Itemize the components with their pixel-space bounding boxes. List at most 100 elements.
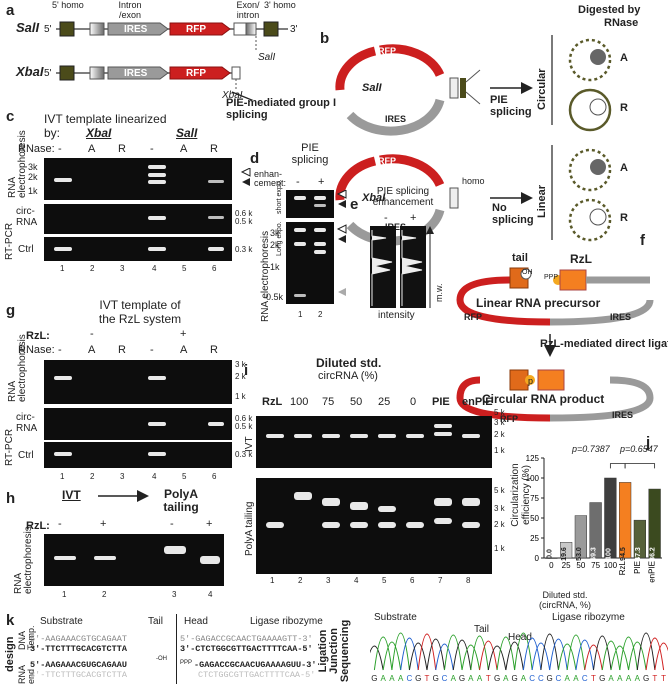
chromatogram-base: G — [547, 674, 553, 683]
d-val-minus: - — [296, 176, 300, 188]
e-title: PIE splicing enhancement — [372, 186, 434, 208]
d-lane-1: 1 — [298, 310, 303, 319]
e-xlabel: intensity — [378, 310, 415, 321]
c-rna-gel — [44, 158, 232, 200]
j-value-label: 0.0 — [546, 549, 553, 559]
g-rnase-1: - — [58, 344, 62, 356]
f-product: Circular RNA product — [482, 392, 605, 406]
chromatogram-base: A — [398, 674, 404, 683]
chromatogram-peak — [487, 645, 507, 671]
xbai-rfp: RFP — [186, 68, 206, 79]
g-lane-6: 6 — [212, 472, 217, 481]
i-diluted: Diluted std. — [316, 356, 382, 370]
c-circ-gel — [44, 204, 232, 234]
sali-construct-label: SalI — [16, 20, 40, 35]
h-arrow — [98, 490, 149, 502]
c-lane-3: 3 — [120, 264, 125, 273]
c-rnase-1: - — [58, 143, 62, 155]
g-marker-06k: 0.6 k — [235, 414, 253, 423]
j-bar-100 — [604, 477, 617, 559]
j-value-label: 86.2 — [650, 547, 657, 561]
chromatogram-base: G — [512, 674, 518, 683]
c-row-ctrl: Ctrl — [18, 244, 34, 255]
g-lane-3: 3 — [120, 472, 125, 481]
c-arrowheads — [240, 168, 251, 186]
h-val-3: - — [170, 518, 174, 530]
j-bar-PIE — [633, 519, 646, 559]
k-head: Head — [184, 616, 208, 627]
chromatogram-base: A — [565, 674, 571, 683]
chromatogram-base: A — [477, 674, 483, 683]
b-r-1: R — [620, 102, 628, 114]
c-rnase-6: R — [210, 143, 218, 155]
sali-5prime: 5' — [44, 24, 52, 35]
xbai-5prime: 5' — [44, 68, 52, 79]
j-value-label: 100 — [605, 548, 612, 560]
i-mb-5k: 5 k — [494, 486, 505, 495]
i-col-0: 0 — [410, 396, 417, 408]
chromatogram-base: A — [573, 674, 579, 683]
j-category-label: enPIE — [648, 561, 657, 583]
f-rfp-2: RFP — [500, 414, 518, 424]
chromatogram-peak — [505, 641, 524, 671]
j-category-label: 50 — [576, 561, 585, 570]
i-circrna: circRNA (%) — [318, 370, 378, 382]
g-rzl: RzL: — [26, 330, 50, 342]
j-category-label: 25 — [562, 561, 571, 570]
chromatogram-base: T — [425, 674, 430, 683]
sali-3prime: 3' — [290, 24, 298, 35]
chromatogram-peak — [619, 636, 638, 671]
i-col-100: 100 — [290, 396, 309, 408]
chromatogram-base: G — [433, 674, 439, 683]
chromatogram-peak — [522, 637, 542, 671]
c-row-circ: circ-RNA — [16, 206, 38, 228]
g-marker-2k: 2 k — [235, 372, 246, 381]
j-category-label: 0 — [549, 561, 554, 570]
c-ctrl-gel — [44, 237, 232, 261]
chromatogram-peak — [531, 642, 551, 671]
chromatogram-peak — [382, 641, 402, 671]
j-value-label: 53.0 — [576, 547, 583, 561]
chromatogram-peak — [470, 635, 489, 671]
chromatogram-base: C — [582, 674, 588, 683]
f-oh: OH — [522, 269, 533, 276]
h-rzl: RzL: — [26, 520, 50, 532]
c-rnase: RNase: — [18, 143, 55, 155]
f-rzl: RzL — [570, 252, 592, 266]
chromatogram-peak — [636, 632, 656, 671]
feature-exon-intron: Exon/ intron — [236, 0, 260, 20]
c-lane-5: 5 — [182, 264, 187, 273]
chromatogram-base: T — [652, 674, 657, 683]
g-title: IVT template of the RzL system — [98, 298, 182, 326]
chromatogram-base: G — [459, 674, 465, 683]
chromatogram-peak — [479, 640, 498, 671]
j-bar-75 — [589, 502, 602, 559]
b-homo: homo — [462, 176, 485, 186]
f-diagram — [456, 267, 654, 422]
d-title: PIE splicing — [291, 142, 329, 166]
pie-mediated-text: PIE-mediated group I splicing — [226, 97, 337, 121]
c-rtpcr: RT-PCR — [4, 222, 15, 260]
chromatogram-peak — [645, 637, 665, 671]
chromatogram-peak — [549, 638, 568, 671]
d-enhancement: enhan- cement: — [254, 169, 287, 188]
feature-3homo: 3' homo — [264, 0, 296, 10]
h-val-4: + — [206, 518, 213, 530]
j-category-label: PIE — [633, 561, 642, 574]
c-lane-6: 6 — [212, 264, 217, 273]
i-col-50: 50 — [350, 396, 363, 408]
j-bar-50 — [574, 515, 587, 559]
chromatogram-base: A — [380, 674, 386, 683]
chromatogram-peak — [426, 638, 445, 671]
j-bracket-2 — [624, 463, 656, 469]
i-lane-8: 8 — [466, 576, 471, 585]
chromatogram-base: A — [503, 674, 509, 683]
k-seq1-rna-gray: 3'-TTCTTTGCACGTCTTA — [30, 670, 127, 680]
chromatogram-base: A — [451, 674, 457, 683]
chromatogram-peak — [654, 642, 668, 671]
construct-diagram — [56, 21, 288, 100]
panel-label-g: g — [6, 302, 16, 319]
i-ivt-label: IVT — [244, 436, 255, 452]
i-col-rzl: RzL — [262, 396, 283, 408]
